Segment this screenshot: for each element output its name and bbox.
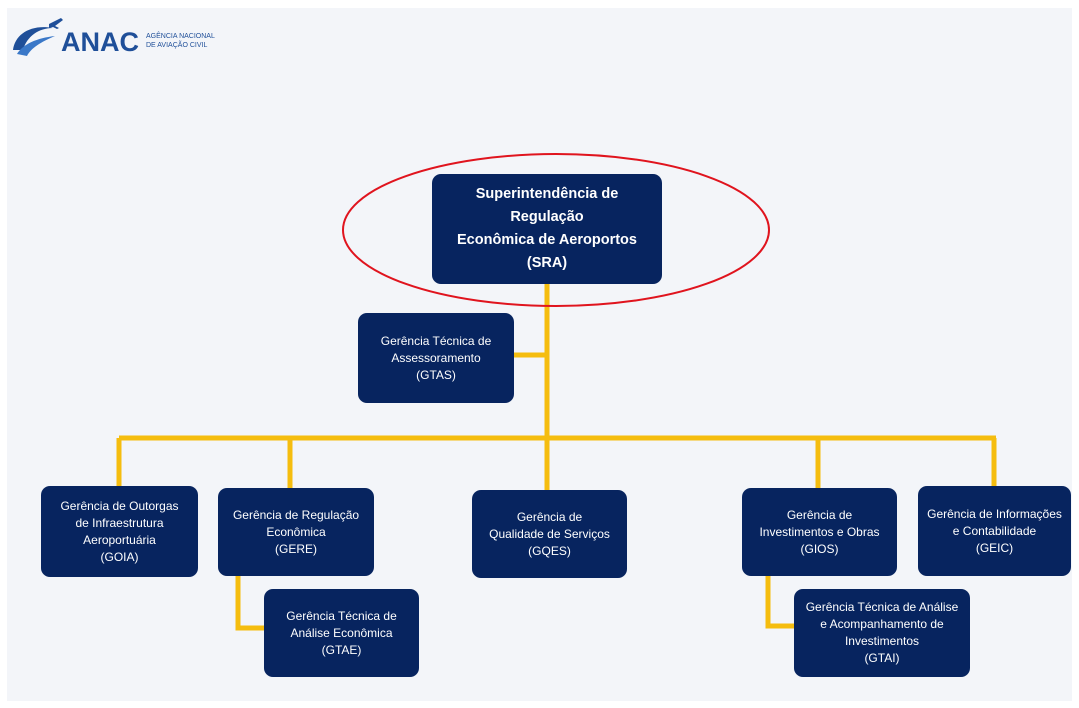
org-box-gtai: Gerência Técnica de Análise e Acompanham… — [794, 589, 970, 677]
org-box-line: Gerência de Informações — [927, 506, 1062, 521]
plane-swoosh-icon — [13, 18, 63, 56]
org-box-gios: Gerência de Investimentos e Obras (GIOS) — [742, 488, 897, 576]
org-box-line: (GTAI) — [864, 651, 900, 665]
org-box-line: (GQES) — [528, 543, 571, 558]
org-box-line: Investimentos — [844, 634, 920, 648]
org-box-geic: Gerência de Informações e Contabilidade … — [918, 486, 1071, 576]
org-box-line: Gerência Técnica de — [380, 333, 492, 348]
logo-wordmark: ANAC — [61, 27, 139, 57]
org-box-line: Econômica de Aeroportos — [457, 232, 637, 248]
org-box-line: (GERE) — [275, 541, 317, 556]
org-box-line: (SRA) — [526, 255, 568, 271]
org-box-line: (GTAS) — [416, 367, 456, 382]
org-box-line: Gerência Técnica de — [286, 608, 397, 623]
logo-subtitle-line: AGÊNCIA NACIONAL — [146, 33, 215, 40]
org-box-line: Gerência Técnica de Análise — [805, 600, 959, 614]
connector-gtai — [765, 576, 795, 629]
org-box-line: (GEIC) — [975, 540, 1014, 555]
org-box-line: Gerência de Regulação — [232, 507, 360, 522]
org-box-line: Gerência de Outorgas — [60, 498, 179, 513]
org-box-line: e Acompanhamento de — [820, 617, 944, 631]
org-box-line: Qualidade de Serviços — [489, 526, 610, 541]
org-box-line: Gerência de — [516, 509, 583, 524]
org-box-line: (GOIA) — [100, 549, 139, 564]
org-box-goia: Gerência de Outorgas de Infraestrutura A… — [41, 486, 198, 577]
org-box-line: Aeroportuária — [83, 532, 156, 547]
anac-logo: ANAC AGÊNCIA NACIONAL DE AVIAÇÃO CIVIL — [9, 14, 239, 64]
org-box-line: (GTAE) — [321, 642, 362, 657]
org-box-line: (GIOS) — [800, 541, 839, 556]
org-box-line: Assessoramento — [391, 350, 481, 365]
org-box-gtas: Gerência Técnica de Assessoramento (GTAS… — [358, 313, 514, 403]
org-box-line: Econômica — [266, 524, 326, 539]
org-box-line: Análise Econômica — [290, 625, 393, 640]
org-box-gtae: Gerência Técnica de Análise Econômica (G… — [264, 589, 419, 677]
logo-subtitle-line: DE AVIAÇÃO CIVIL — [146, 42, 208, 49]
org-box-line: Investimentos e Obras — [759, 524, 880, 539]
org-box-sra: Superintendência de Regulação Econômica … — [432, 174, 662, 284]
org-box-gqes: Gerência de Qualidade de Serviços (GQES) — [472, 490, 627, 578]
org-box-gere: Gerência de Regulação Econômica (GERE) — [218, 488, 374, 576]
org-box-line: de Infraestrutura — [75, 515, 164, 530]
org-box-line: Superintendência de Regulação — [475, 186, 619, 225]
logo-subtitle: AGÊNCIA NACIONAL DE AVIAÇÃO CIVIL — [146, 32, 215, 50]
org-box-line: Gerência de — [786, 507, 853, 522]
org-box-line: e Contabilidade — [952, 523, 1037, 538]
connector-gtae — [235, 576, 264, 631]
